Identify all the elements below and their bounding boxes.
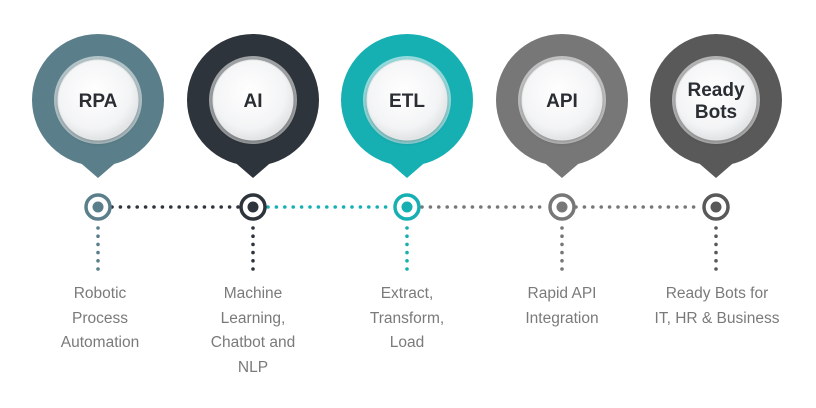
pin-tail-etl xyxy=(377,152,437,178)
pin-api: API xyxy=(496,34,628,272)
timeline-node-dot-rpa xyxy=(92,201,104,213)
pin-label-ai: AI xyxy=(244,91,263,112)
pin-etl: ETL xyxy=(341,34,473,272)
timeline-node-dot-etl xyxy=(401,201,413,213)
pin-rpa: RPA xyxy=(32,34,164,272)
pin-center-etl xyxy=(366,59,448,141)
pin-tail-api xyxy=(532,152,592,178)
pin-center-api xyxy=(521,59,603,141)
pin-tail-rpa xyxy=(68,152,128,178)
pin-center-ai xyxy=(212,59,294,141)
pin-tail-ai xyxy=(223,152,283,178)
pin-center-rpa xyxy=(57,59,139,141)
pin-ai: AI xyxy=(187,34,319,272)
pin-center-ready-bots xyxy=(675,59,757,141)
description-ai: Machine Learning, Chatbot and NLP xyxy=(210,285,296,376)
pin-tail-ready-bots xyxy=(686,152,746,178)
timeline-node-dot-api xyxy=(556,201,568,213)
timeline-node-dot-ai xyxy=(247,201,259,213)
timeline-node-dot-ready-bots xyxy=(710,201,722,213)
description-ready-bots: Ready Bots for IT, HR & Business xyxy=(654,285,780,327)
pin-label-etl: ETL xyxy=(389,91,425,112)
description-api: Rapid API Integration xyxy=(525,285,599,327)
description-rpa: Robotic Process Automation xyxy=(60,285,140,351)
pin-label-api: API xyxy=(546,91,578,112)
description-etl: Extract, Transform, Load xyxy=(369,285,445,351)
pin-label-rpa: RPA xyxy=(79,91,118,112)
